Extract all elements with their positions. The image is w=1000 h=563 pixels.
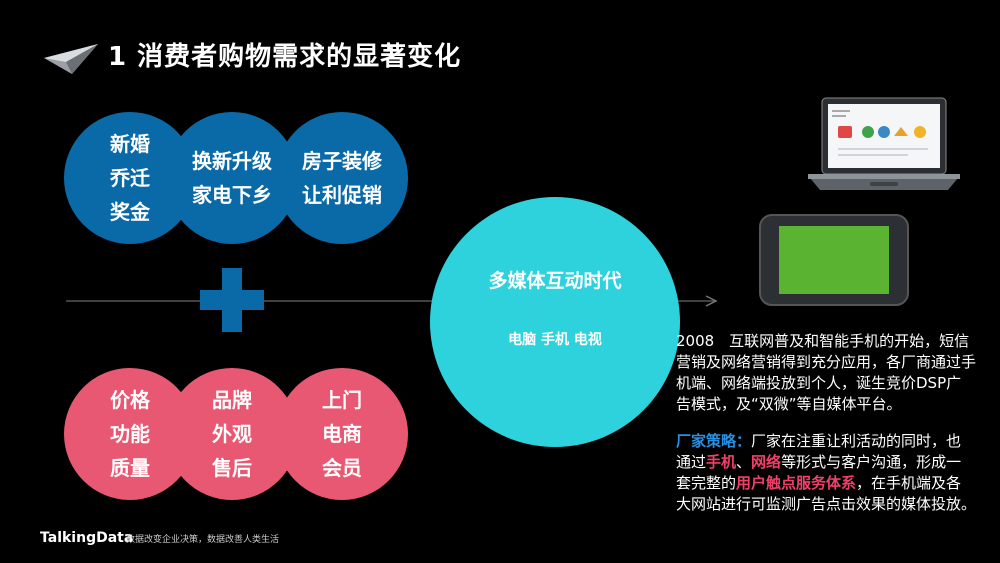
circle-line: 功能 [110,422,150,446]
strategy-text: 等形式与客户沟通，形成一套完整的 [676,453,962,492]
paper-plane-logo [44,44,98,74]
circle-service: 上门 电商 会员 [276,368,408,500]
circle-line: 品牌 [212,388,252,412]
multimedia-subtitle: 电脑 手机 电视 [508,331,602,348]
brand-slogan: 数据改变企业决策，数据改善人类生活 [126,535,280,545]
circle-life-events: 新婚 乔迁 奖金 [64,112,196,244]
highlight-network: 网络 [751,453,782,471]
circle-line: 房子装修 [302,149,382,173]
description-block: 2008 互联网普及和智能手机的开始，短信营销及网络营销得到充分应用，各厂商通过… [676,331,976,515]
circle-brand: 品牌 外观 售后 [166,368,298,500]
plus-icon [200,268,264,332]
circle-line: 奖金 [110,200,150,224]
circle-line: 质量 [110,456,150,480]
strategy-sep: 、 [736,453,752,471]
circle-line: 让利促销 [302,183,382,207]
circle-line: 售后 [212,456,252,480]
circle-line: 新婚 [110,132,150,156]
strategy-text: ，在手机端及各大网站进行可监测广告点击效果的媒体投放。 [676,474,977,513]
circle-promotion: 房子装修 让利促销 [276,112,408,244]
circle-line: 外观 [212,422,252,446]
highlight-system: 用户触点服务体系 [736,474,857,492]
circle-line: 乔迁 [110,166,150,190]
multimedia-circle: 多媒体互动时代 电脑 手机 电视 [430,197,680,447]
description-paragraph-1: 2008 互联网普及和智能手机的开始，短信营销及网络营销得到充分应用，各厂商通过… [676,332,977,413]
tablet-icon [759,214,909,306]
circle-product: 价格 功能 质量 [64,368,196,500]
description-paragraph-2: 厂家策略：厂家在注重让利活动的同时，也通过手机、网络等形式与客户沟通，形成一套完… [676,431,976,515]
circle-line: 上门 [322,388,362,412]
circle-line: 家电下乡 [192,183,272,207]
circle-line: 价格 [110,388,150,412]
page-title: 1 消费者购物需求的显著变化 [108,42,462,72]
circle-line: 会员 [322,456,362,480]
multimedia-title: 多媒体互动时代 [488,269,622,292]
circle-upgrade: 换新升级 家电下乡 [166,112,298,244]
brand-logo: TalkingData [40,530,134,546]
circle-line: 电商 [322,422,362,446]
highlight-phone: 手机 [706,453,737,471]
circle-line: 换新升级 [192,149,272,173]
strategy-text: 厂家在注重让利活动的同时，也通过 [676,432,962,471]
strategy-label: 厂家策略： [676,432,752,450]
laptop-icon [808,97,960,190]
